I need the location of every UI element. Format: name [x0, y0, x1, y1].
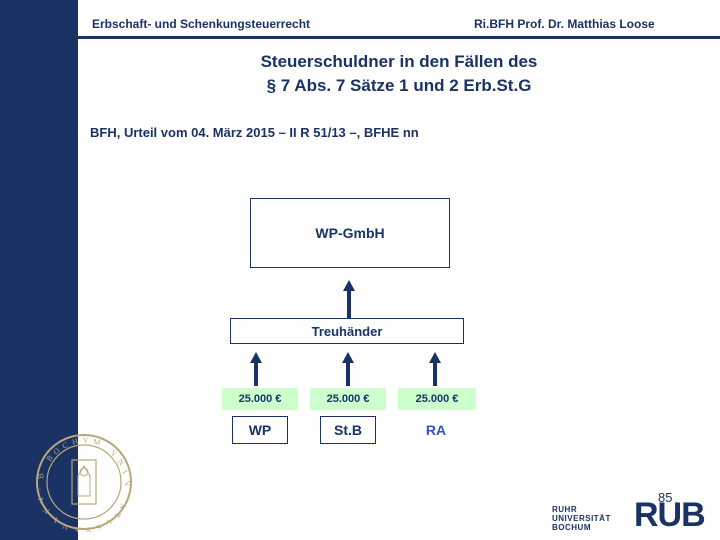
header-author: Ri.BFH Prof. Dr. Matthias Loose: [474, 17, 655, 31]
arrow-trustee-to-company: [342, 278, 356, 318]
svg-text:V: V: [122, 480, 132, 488]
svg-text:N: N: [41, 505, 51, 516]
svg-text:N: N: [116, 457, 127, 468]
header-divider: [78, 36, 720, 39]
page-title-line1: Steuerschuldner in den Fällen des: [260, 52, 538, 71]
svg-text:S: S: [94, 522, 103, 532]
amount-label-1: 25.000 €: [222, 388, 298, 410]
svg-text:B: B: [36, 472, 46, 479]
svg-text:V: V: [109, 448, 119, 459]
diagram-box-trustee: Treuhänder: [230, 318, 464, 344]
wordmark-line-3: BOCHUM: [552, 523, 591, 532]
svg-text:I: I: [105, 518, 114, 526]
arrow-party3-to-trustee: [428, 350, 442, 386]
page-number: 85: [658, 490, 673, 505]
arrow-party1-to-trustee: [249, 350, 263, 386]
svg-text:I: I: [53, 515, 59, 524]
svg-text:O: O: [52, 446, 62, 457]
svg-text:A: A: [118, 503, 128, 510]
svg-text:·: ·: [102, 442, 108, 451]
diagram-box-party-wp: WP: [232, 416, 288, 444]
svg-text:V: V: [36, 494, 47, 504]
arrow-party2-to-trustee: [341, 350, 355, 386]
page-title-line2: § 7 Abs. 7 Sätze 1 und 2 Erb.St.G: [266, 76, 532, 95]
page-title: Steuerschuldner in den Fällen des § 7 Ab…: [78, 50, 720, 98]
svg-text:H: H: [71, 437, 79, 447]
svg-text:I: I: [120, 469, 129, 476]
svg-text:·: ·: [36, 486, 45, 493]
rub-logo-text: RUB: [634, 496, 706, 534]
svg-text:E: E: [73, 525, 79, 532]
header-subject-title: Erbschaft- und Schenkungsteuerrecht: [92, 17, 311, 31]
university-seal-icon: B O C H V M · V N I V · A T I S R E V I: [28, 432, 140, 536]
svg-text:V: V: [61, 521, 68, 531]
svg-text:B: B: [44, 453, 54, 463]
diagram-box-company: WP-GmbH: [250, 198, 450, 268]
diagram-box-party-stb: St.B: [320, 416, 376, 444]
svg-text:V: V: [83, 436, 90, 445]
svg-text:·: ·: [122, 493, 131, 496]
diagram-box-party-ra: RA: [425, 422, 447, 438]
amount-label-3: 25.000 €: [398, 388, 476, 410]
wordmark-line-1: RUHR: [552, 505, 578, 514]
svg-text:C: C: [61, 440, 70, 450]
amount-label-2: 25.000 €: [310, 388, 386, 410]
svg-text:R: R: [83, 525, 92, 532]
case-citation: BFH, Urteil vom 04. März 2015 – II R 51/…: [90, 125, 419, 140]
university-wordmark: RUHR UNIVERSITÄT BOCHUM: [552, 505, 611, 532]
svg-text:T: T: [112, 511, 122, 519]
svg-text:M: M: [93, 437, 101, 447]
wordmark-line-2: UNIVERSITÄT: [552, 514, 611, 523]
rub-logo-mark: RUB: [634, 496, 706, 534]
